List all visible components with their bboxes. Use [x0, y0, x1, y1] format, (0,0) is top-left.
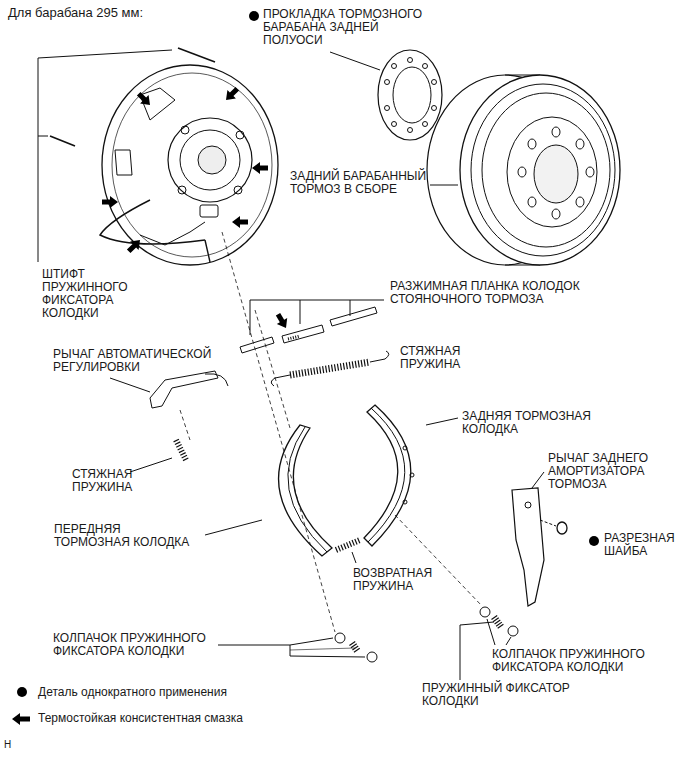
- part-label: ПРОКЛАДКА ТОРМОЗНОГО БАРАБАНА ЗАДНЕЙ ПОЛ…: [263, 8, 433, 47]
- adjusting-lever: [110, 371, 228, 408]
- backing-plate: [100, 65, 278, 265]
- figure-code: H: [4, 738, 24, 751]
- part-label: ПЕРЕДНЯЯ ТОРМОЗНАЯ КОЛОДКА: [54, 523, 199, 549]
- part-label: ВОЗВРАТНАЯ ПРУЖИНА: [353, 567, 448, 593]
- part-label: РАЗРЕЗНАЯ ШАЙБА: [604, 532, 684, 558]
- part-label: СТЯЖНАЯ ПРУЖИНА: [72, 468, 147, 494]
- part-label: РАЗЖИМНАЯ ПЛАНКА КОЛОДОК СТОЯНОЧНОГО ТОР…: [390, 280, 595, 306]
- rear-shoe: [364, 405, 458, 546]
- part-label: ШТИФТ ПРУЖИННОГО ФИКСАТОРА КОЛОДКИ: [42, 268, 172, 320]
- front-shoe: [205, 425, 332, 556]
- diagram-title: Для барабана 295 мм:: [8, 5, 143, 20]
- part-label: ЗАДНИЙ БАРАБАННЫЙ ТОРМОЗ В СБОРЕ: [290, 170, 440, 196]
- shoe-hold-down-pins: [38, 48, 215, 262]
- parking-strut: [240, 300, 384, 353]
- grease-arrows: [102, 84, 291, 331]
- return-spring: [336, 540, 360, 563]
- rear-lever: [512, 472, 599, 606]
- legend-text: Термостойкая консистентная смазка: [38, 712, 243, 725]
- brake-drum: [427, 75, 620, 265]
- part-label: КОЛПАЧОК ПРУЖИННОГО ФИКСАТОРА КОЛОДКИ: [53, 632, 218, 658]
- part-label: РЫЧАГ АВТОМАТИЧЕСКОЙ РЕГУЛИРОВКИ: [53, 348, 223, 374]
- legend-symbols: [12, 687, 30, 725]
- part-label: СТЯЖНАЯ ПРУЖИНА: [400, 345, 475, 371]
- part-label: КОЛПАЧОК ПРУЖИННОГО ФИКСАТОРА КОЛОДКИ: [492, 648, 657, 674]
- part-label: ПРУЖИННЫЙ ФИКСАТОР КОЛОДКИ: [422, 682, 572, 708]
- tension-spring: [271, 351, 389, 386]
- hold-down-parts: [218, 607, 518, 680]
- tension-spring: [130, 440, 186, 472]
- part-label: ЗАДНЯЯ ТОРМОЗНАЯ КОЛОДКА: [462, 410, 602, 436]
- legend-text: Деталь однократного применения: [38, 686, 227, 699]
- part-label: РЫЧАГ ЗАДНЕГО АМОРТИЗАТОРА ТОРМОЗА: [548, 452, 668, 491]
